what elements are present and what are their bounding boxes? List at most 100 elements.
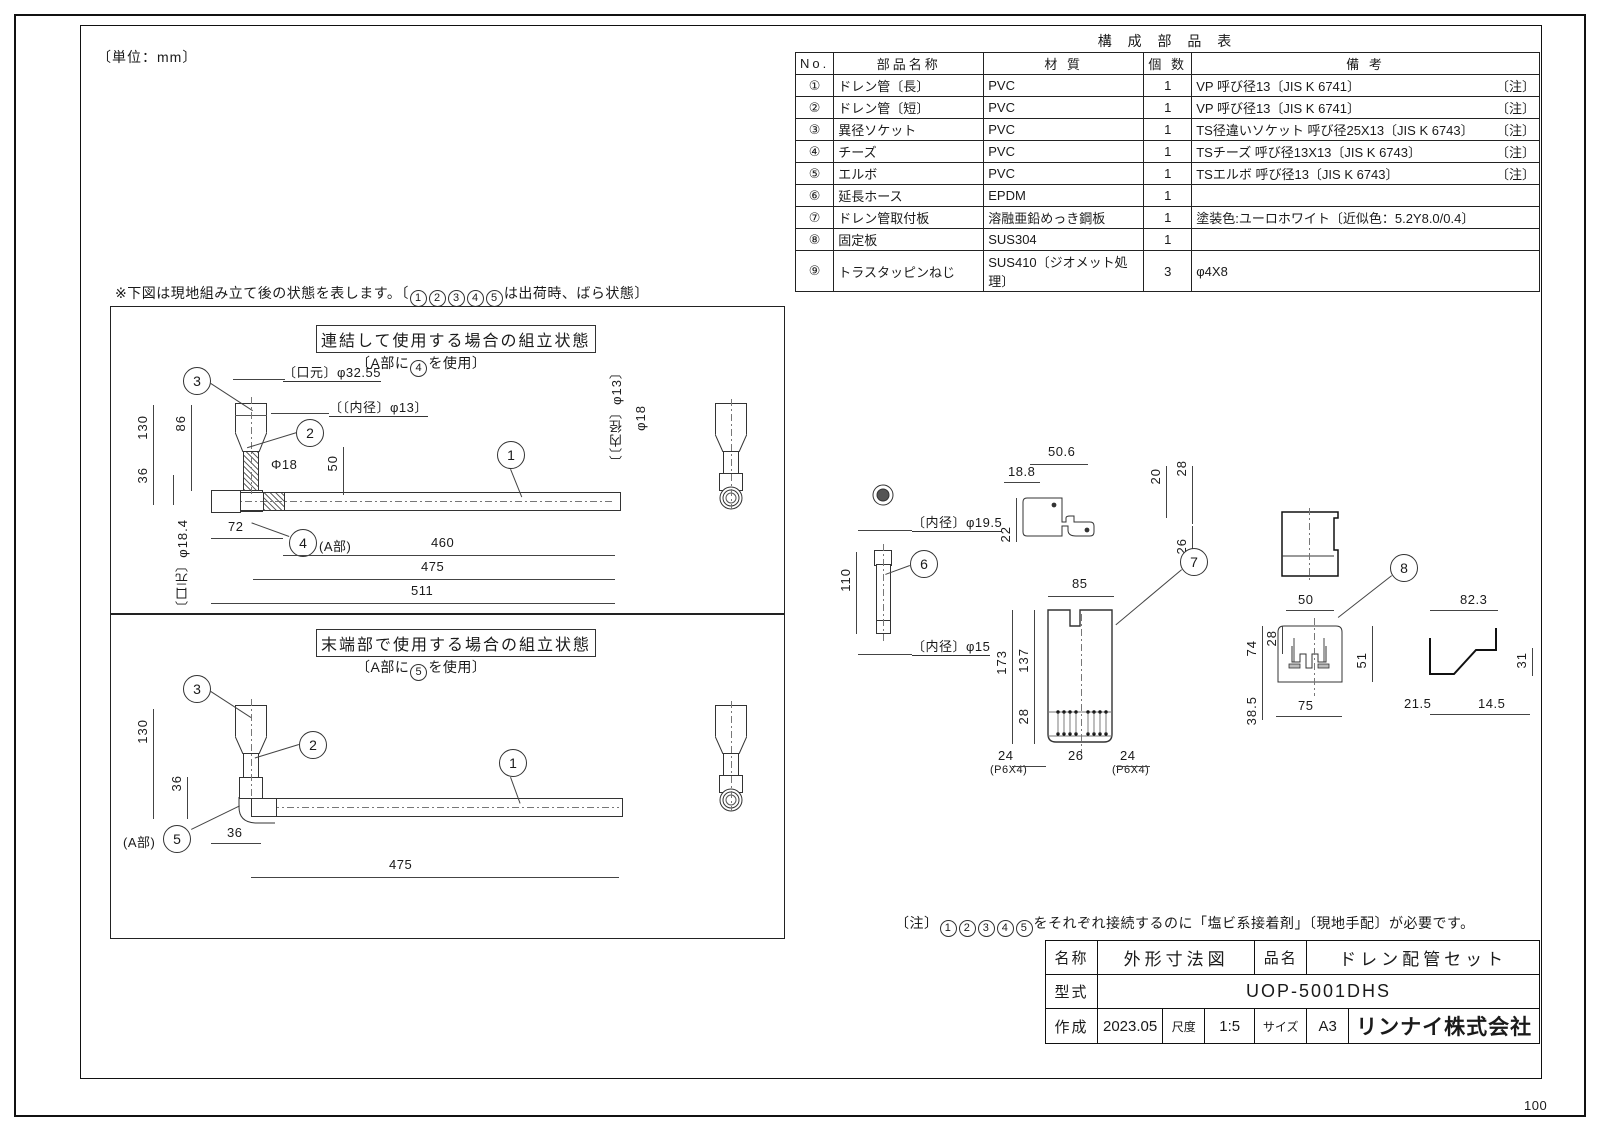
dim-d18: Φ18 bbox=[271, 457, 298, 472]
plate-dim-line-28 bbox=[1034, 702, 1035, 744]
bracket-dim-50: 50 bbox=[1298, 592, 1314, 607]
cell-remark-note: 〔注〕 bbox=[1495, 145, 1535, 160]
bracket-front-view bbox=[1277, 625, 1343, 683]
cell-qty: 3 bbox=[1143, 250, 1193, 292]
cell-remark bbox=[1191, 228, 1540, 251]
balloon-3-leader bbox=[210, 383, 253, 412]
cell-no: ⑦ bbox=[794, 206, 835, 229]
bracket-dim-line-51 bbox=[1372, 626, 1373, 682]
balloon-7: 7 bbox=[1180, 548, 1208, 576]
bottom-dim-len475: 475 bbox=[389, 857, 413, 872]
cell-qty: 1 bbox=[1143, 184, 1193, 207]
dim-len475: 475 bbox=[421, 559, 445, 574]
balloon-7-leader bbox=[1115, 569, 1182, 626]
bracket-dim-line-31 bbox=[1532, 648, 1533, 676]
assembly-bottom-subtitle-pre: 〔A部に bbox=[356, 659, 410, 675]
dim-right-d18: φ18 bbox=[633, 405, 648, 431]
dim-line-inner13 bbox=[271, 413, 329, 414]
balloon-8: 8 bbox=[1390, 554, 1418, 582]
bracket-top-centerline bbox=[1309, 508, 1310, 580]
value-size: A3 bbox=[1306, 1008, 1350, 1044]
bottom-dim-line-475 bbox=[251, 877, 619, 878]
bottom-dim-line-h130 bbox=[153, 709, 154, 819]
plate-dim-188: 18.8 bbox=[1008, 464, 1036, 479]
dim-mouth-dia: 〔口元〕φ32.55 bbox=[283, 362, 381, 382]
cell-remark: φ4X8 bbox=[1191, 250, 1540, 292]
dim-right-inner13: 〔〔内径〕φ13〕 bbox=[609, 365, 624, 469]
cell-no: ⑥ bbox=[794, 184, 835, 207]
label-size: サイズ bbox=[1254, 1008, 1308, 1044]
plate-dim-22: 22 bbox=[998, 526, 1013, 543]
label-model: 型式 bbox=[1045, 974, 1098, 1009]
plate-top-profile bbox=[1022, 497, 1095, 537]
cell-material: SUS304 bbox=[983, 228, 1145, 251]
pipe-centerline bbox=[215, 501, 615, 502]
hose-end-section bbox=[872, 484, 894, 506]
hose-dim-line-inner15 bbox=[858, 654, 912, 655]
balloon-4: 4 bbox=[289, 529, 317, 557]
bracket-dim-line-bottom bbox=[1430, 714, 1530, 715]
hose-dim-inner195: 〔内径〕φ19.5 bbox=[912, 512, 1003, 532]
cell-material: EPDM bbox=[983, 184, 1145, 207]
bracket-dim-line-74 bbox=[1262, 626, 1263, 684]
value-name: 外形寸法図 bbox=[1096, 940, 1256, 975]
cell-name: ドレン管取付板 bbox=[833, 206, 985, 229]
a-part-label-bottom: (A部) bbox=[123, 835, 156, 850]
bottom-right-centerline bbox=[731, 701, 732, 811]
cell-qty: 1 bbox=[1143, 228, 1193, 251]
plate-dim-line-85 bbox=[1048, 596, 1114, 597]
dim-len511: 511 bbox=[411, 583, 434, 598]
bracket-dim-385: 38.5 bbox=[1244, 696, 1259, 726]
bottom-pipe-centerline bbox=[257, 807, 619, 808]
plate-dim-173: 173 bbox=[994, 650, 1009, 675]
cell-qty: 1 bbox=[1143, 96, 1193, 119]
value-date: 2023.05 bbox=[1096, 1008, 1164, 1044]
hose-dim-len110: 110 bbox=[838, 568, 853, 592]
assembly-bottom-subtitle-post: を使用〕 bbox=[428, 659, 487, 675]
assembly-top-subtitle-num: 4 bbox=[410, 359, 428, 377]
plate-dim-85: 85 bbox=[1072, 576, 1088, 591]
elbow-bend bbox=[238, 797, 275, 824]
circled-number: 1 bbox=[409, 289, 427, 307]
value-product: ドレン配管セット bbox=[1306, 940, 1540, 975]
bottom-balloon-5: 5 bbox=[163, 825, 191, 853]
cell-remark: TSエルボ 呼び径13〔JIS K 6743〕〔注〕 bbox=[1191, 162, 1540, 185]
hose-dim-line-110 bbox=[856, 552, 857, 634]
balloon-4-leader bbox=[251, 522, 290, 537]
plate-dim-line-173 bbox=[1012, 610, 1013, 744]
hose-dim-line-inner195 bbox=[858, 530, 912, 531]
cell-remark: 塗装色:ユーロホワイト〔近似色：5.2Y8.0/0.4〕 bbox=[1191, 206, 1540, 229]
assembly-top-title: 連結して使用する場合の組立状態 bbox=[316, 325, 596, 353]
cell-material: PVC bbox=[983, 118, 1145, 141]
footer-note-prefix: 〔注〕 bbox=[895, 915, 939, 931]
cell-remark-note: 〔注〕 bbox=[1495, 79, 1535, 94]
plate-dim-24l-sub: (P6X4) bbox=[990, 764, 1028, 776]
cell-remark-note: 〔注〕 bbox=[1495, 123, 1535, 138]
plate-front-centerline bbox=[1081, 614, 1082, 754]
dim-line-511 bbox=[211, 603, 615, 604]
page-number: 100 bbox=[1524, 1098, 1548, 1113]
bottom-balloon-1: 1 bbox=[499, 749, 527, 777]
col-header-qty: 個 数 bbox=[1143, 52, 1193, 75]
circled-number: 1 bbox=[939, 919, 957, 937]
bracket-dim-74: 74 bbox=[1244, 640, 1259, 657]
cell-name: トラスタッピンねじ bbox=[833, 250, 985, 292]
plate-dim-28: 28 bbox=[1016, 708, 1031, 725]
balloon-1: 1 bbox=[497, 441, 525, 469]
circled-number: 5 bbox=[485, 289, 503, 307]
circled-number: 2 bbox=[428, 289, 446, 307]
cell-remark-note: 〔注〕 bbox=[1495, 101, 1535, 116]
parts-table-header-row: No. 部品名称 材 質 個 数 備 考 bbox=[794, 52, 1540, 75]
cell-material: PVC bbox=[983, 96, 1145, 119]
plate-dim-137: 137 bbox=[1016, 648, 1031, 673]
plate-dim-20: 20 bbox=[1148, 468, 1163, 485]
